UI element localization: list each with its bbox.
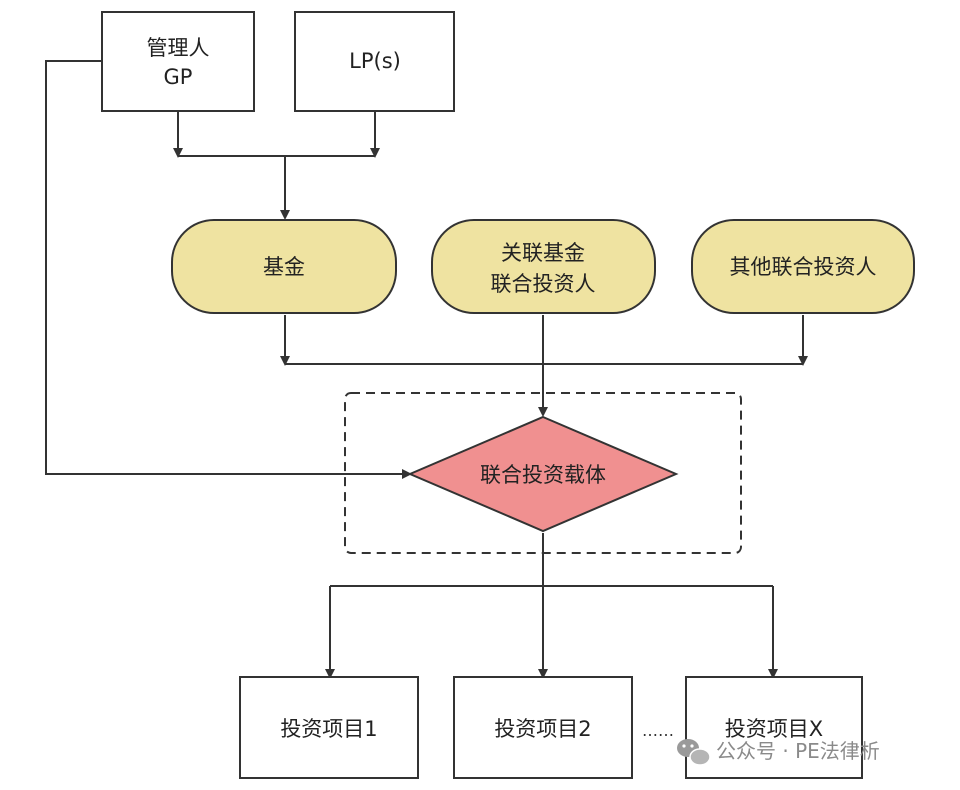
gp-node-line2: GP — [164, 65, 193, 89]
project2-node: 投资项目2 — [453, 676, 633, 779]
project1-node-label: 投资项目1 — [280, 717, 377, 741]
related-fund-node-line2: 联合投资人 — [491, 272, 596, 296]
projects-ellipsis: …… — [642, 721, 674, 740]
fund-node-label: 基金 — [263, 255, 305, 279]
project1-node: 投资项目1 — [239, 676, 419, 779]
lp-node-label: LP(s) — [349, 49, 401, 73]
projectx-node: 投资项目X — [685, 676, 863, 779]
fund-node: 基金 — [171, 219, 397, 314]
connector-gp-to-vehicle — [45, 60, 412, 479]
gp-node: 管理人 GP — [101, 11, 255, 112]
connectors — [45, 60, 808, 679]
other-coinvestor-node-label: 其他联合投资人 — [730, 255, 877, 279]
watermark-text: 公众号 · PE法律析 — [716, 739, 880, 763]
vehicle-dashed-frame — [344, 392, 742, 554]
wechat-icon — [677, 739, 711, 766]
projectx-node-label: 投资项目X — [725, 717, 823, 741]
lp-node: LP(s) — [294, 11, 455, 112]
related-fund-node-line1: 关联基金 — [501, 241, 585, 265]
other-coinvestor-node: 其他联合投资人 — [691, 219, 915, 314]
gp-node-line1: 管理人 — [147, 36, 210, 60]
related-fund-node: 关联基金 联合投资人 — [431, 219, 656, 314]
project2-node-label: 投资项目2 — [494, 717, 591, 741]
vehicle-node: 联合投资载体 — [407, 415, 679, 533]
watermark: 公众号 · PE法律析 — [677, 739, 880, 766]
vehicle-node-label: 联合投资载体 — [480, 463, 606, 487]
